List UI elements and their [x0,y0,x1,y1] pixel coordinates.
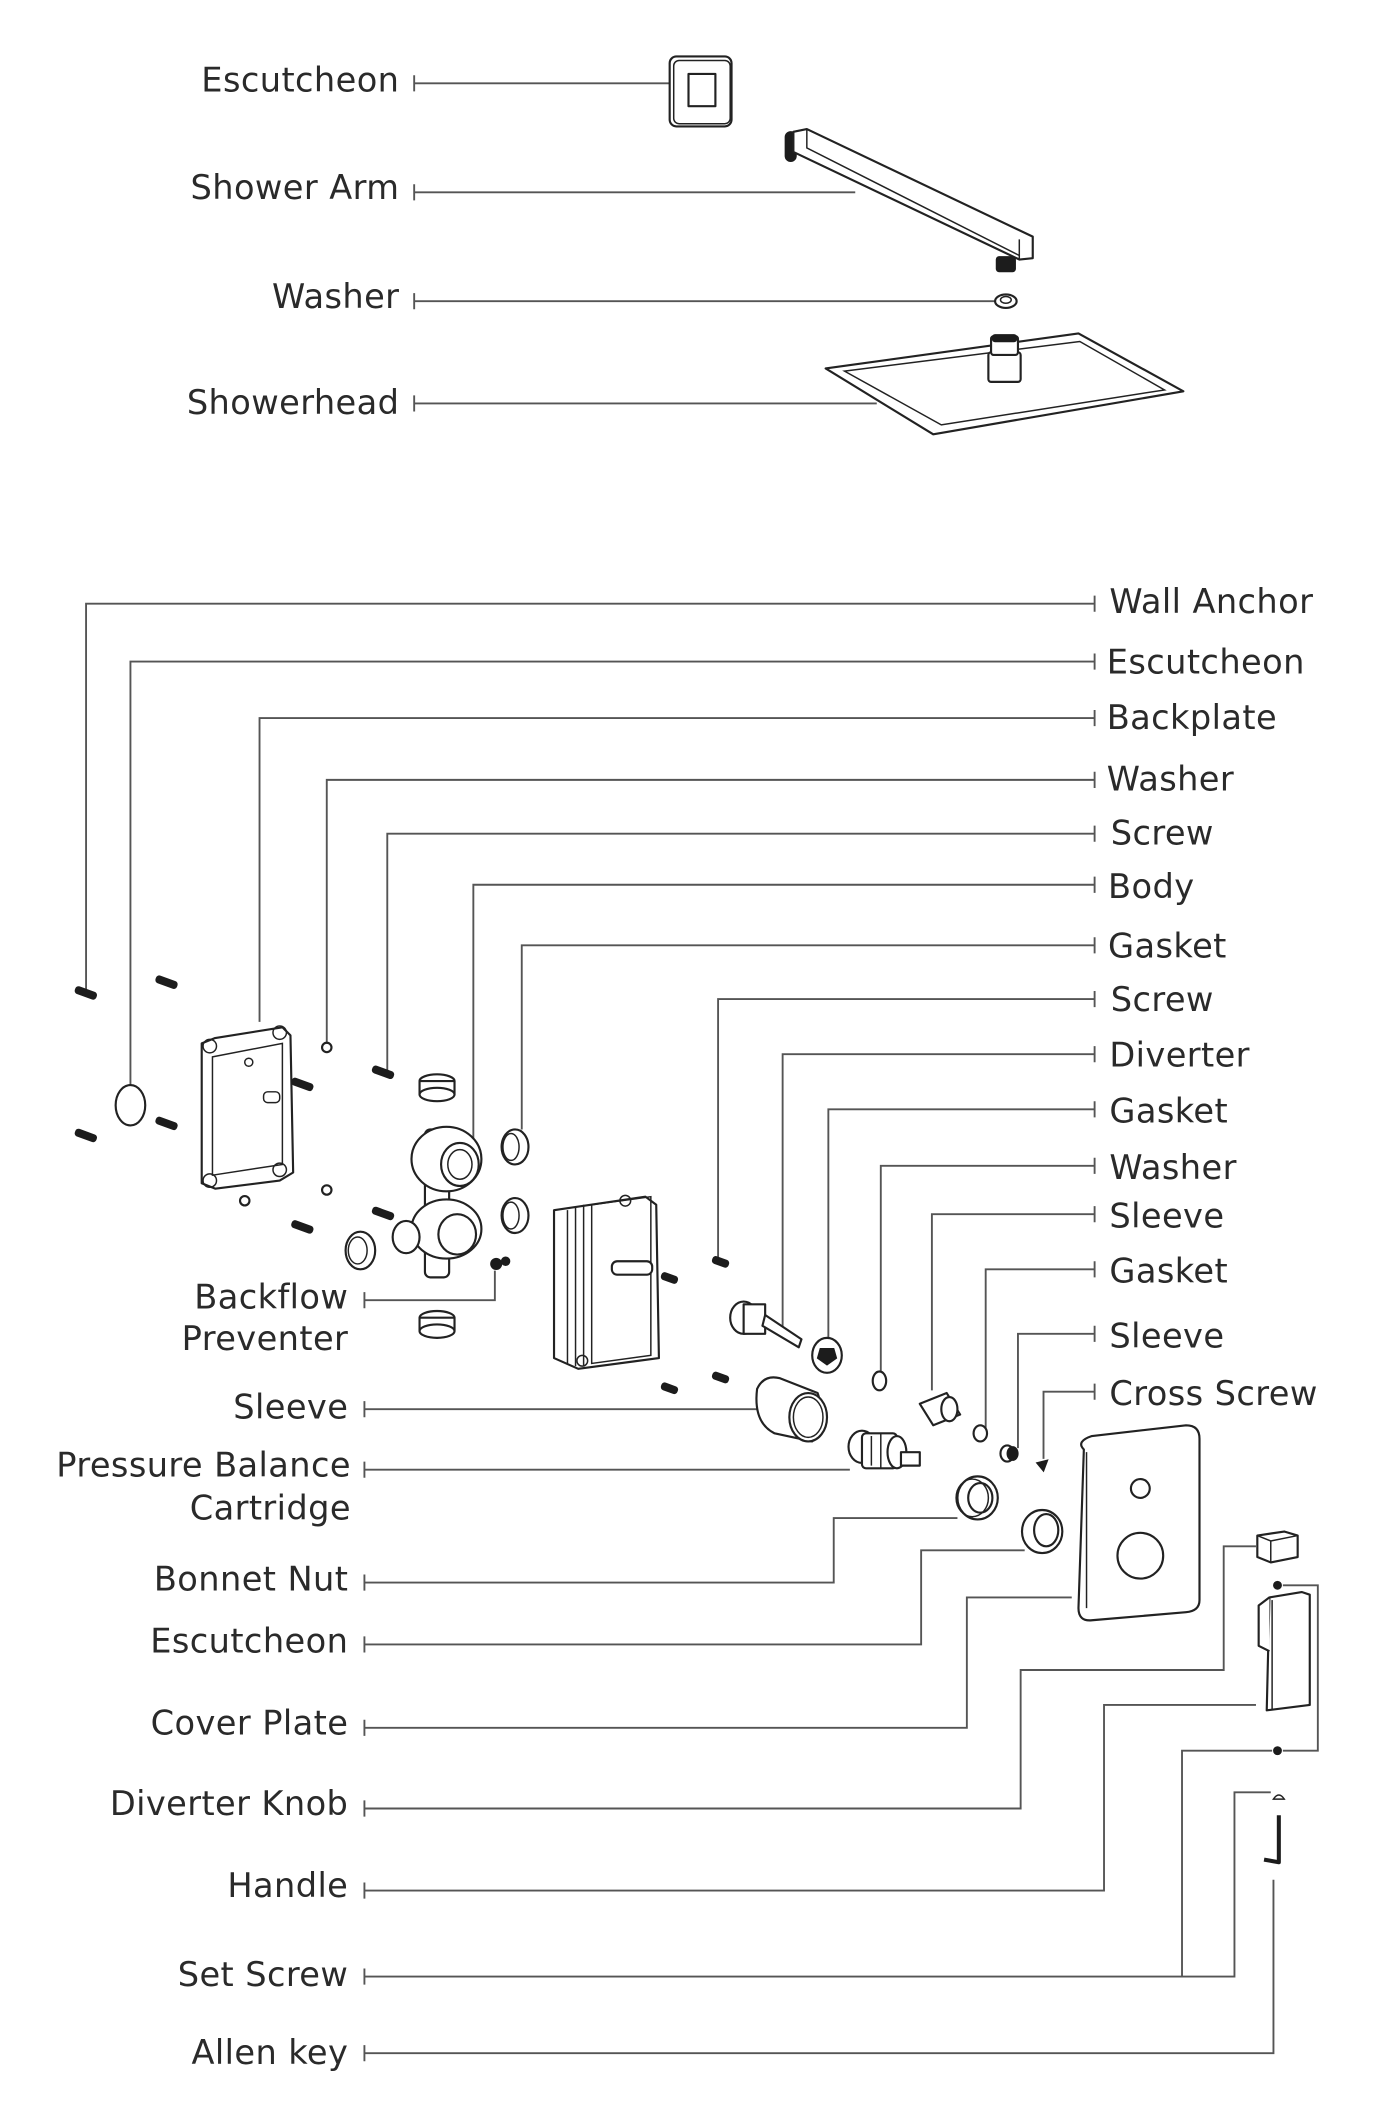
leader-body [472,876,1096,1141]
leader-washer-top [413,293,998,310]
label-washer-2: Washer [1109,1148,1236,1187]
label-washer-top: Washer [272,277,399,316]
label-shower-arm: Shower Arm [191,168,400,207]
handle-part [1257,1590,1311,1712]
label-pressure-balance-1: Pressure Balance [56,1445,351,1484]
label-escutcheon-right: Escutcheon [1107,643,1305,682]
leader-gasket-2 [827,1101,1096,1340]
pressure-balance-cartridge-part [847,1429,921,1470]
label-backflow-preventer-2: Preventer [182,1319,349,1358]
leader-cross-screw [1042,1383,1096,1459]
right-leaders [85,595,1096,1459]
leader-cover-plate [363,1596,1072,1736]
leader-shower-arm [413,184,856,201]
sleeve-small-part [918,1391,962,1427]
leader-handle [363,1704,1256,1899]
leader-diverter [781,1046,1096,1332]
sleeve-large-part [755,1376,829,1443]
backplate-part [200,1025,295,1190]
label-backflow-preventer-1: Backflow [194,1277,348,1316]
screw-parts [291,1065,730,1395]
bonnet-nut-part [955,1475,999,1521]
leader-escutcheon-right [129,653,1096,1087]
label-diverter: Diverter [1109,1035,1250,1074]
cover-plate-part [1077,1424,1201,1622]
left-labels: Backflow Preventer Sleeve Pressure Balan… [56,1277,351,2072]
shower-arm-part [784,128,1034,273]
sleeve-2-part [999,1444,1019,1463]
label-backplate: Backplate [1107,698,1277,737]
escutcheon-round-part [1020,1508,1064,1555]
label-gasket-3: Gasket [1109,1252,1228,1291]
leader-allen-key [363,1879,1275,2062]
label-body: Body [1108,867,1194,906]
backflow-preventer-part [490,1256,511,1270]
label-washer-right: Washer [1107,760,1234,799]
label-screw: Screw [1111,813,1214,852]
leader-backplate [258,709,1096,1022]
label-pressure-balance-2: Cartridge [190,1488,351,1527]
leader-screw [386,825,1096,1073]
showerhead-part [824,332,1185,436]
label-sleeve-2: Sleeve [1109,1316,1224,1355]
washer-2-part [871,1370,888,1392]
label-escutcheon-left: Escutcheon [150,1622,348,1661]
valve-assembly: Wall Anchor Escutcheon Backplate Washer … [56,582,1319,2072]
leader-diverter-knob [363,1545,1256,1817]
label-bonnet-nut: Bonnet Nut [154,1560,348,1599]
left-leaders [363,1270,1319,2062]
leader-sleeve-2 [1017,1325,1096,1449]
allen-key-part [1263,1794,1286,1865]
cross-screw-part [1035,1459,1049,1473]
label-wall-anchor: Wall Anchor [1109,582,1313,621]
label-gasket-2: Gasket [1109,1092,1228,1131]
label-diverter-knob: Diverter Knob [110,1784,348,1823]
leader-gasket-3 [984,1261,1096,1428]
body-part [391,1073,483,1339]
rough-in-box-part [552,1194,660,1370]
label-sleeve-left: Sleeve [233,1388,348,1427]
leader-showerhead [413,395,877,412]
washer-top-part [994,293,1018,309]
diverter-part [729,1300,803,1349]
label-allen-key: Allen key [191,2033,348,2072]
set-screw-parts [1273,1580,1282,1756]
label-sleeve: Sleeve [1109,1197,1224,1236]
leader-escutcheon-top [413,75,670,92]
leader-set-screw [363,1584,1319,1985]
leader-sleeve [930,1206,1096,1391]
leader-backflow-preventer [363,1270,496,1309]
escutcheon-top-part [668,55,733,128]
leader-screw-2 [717,990,1096,1259]
label-screw-2: Screw [1111,980,1214,1019]
label-set-screw: Set Screw [178,1955,349,1994]
leader-gasket [520,937,1096,1130]
gasket-2-part [811,1336,843,1374]
label-gasket: Gasket [1108,926,1227,965]
leader-bonnet-nut [363,1517,958,1591]
label-cross-screw: Cross Screw [1109,1374,1317,1413]
diverter-knob-part [1256,1530,1299,1564]
leader-pressure-balance [363,1461,850,1478]
leader-sleeve-left [363,1401,758,1418]
gasket-3-part [972,1424,989,1443]
label-escutcheon-top: Escutcheon [201,60,399,99]
showerhead-assembly: Escutcheon Shower Arm Washer Showerhead [187,55,1185,436]
gasket-parts [344,1128,530,1271]
escutcheon-cap-part [114,1084,147,1127]
wall-anchor-parts [74,975,178,1143]
right-labels: Wall Anchor Escutcheon Backplate Washer … [1107,582,1318,1413]
leader-washer-right [325,771,1096,1043]
leader-washer-2 [879,1157,1096,1372]
washer-small-parts [238,1041,333,1207]
label-handle: Handle [227,1866,348,1905]
label-showerhead: Showerhead [187,383,400,422]
leader-escutcheon-left [363,1549,1025,1653]
label-cover-plate: Cover Plate [151,1704,349,1743]
leader-wall-anchor [85,595,1096,996]
